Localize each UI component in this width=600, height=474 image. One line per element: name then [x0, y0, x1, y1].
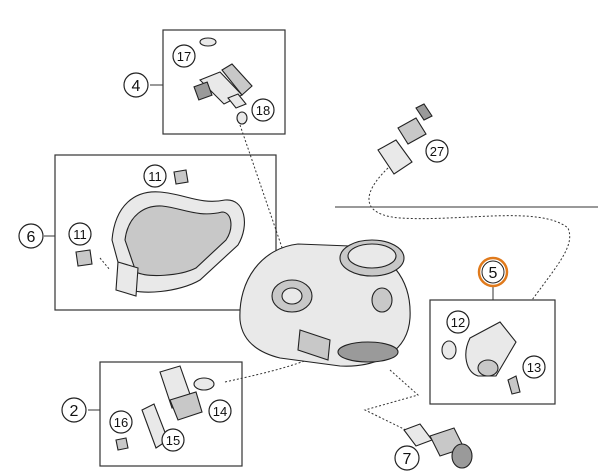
callout-18[interactable]: 18: [251, 98, 275, 122]
throttle-body-part: [239, 239, 411, 367]
callout-27[interactable]: 27: [425, 139, 449, 163]
callout-11-left[interactable]: 11: [68, 222, 92, 246]
sensor-5-part: [441, 321, 521, 395]
svg-text:14: 14: [213, 404, 227, 419]
callout-5-highlighted[interactable]: 5: [477, 256, 509, 288]
svg-text:4: 4: [132, 78, 141, 95]
fuel-injector-part: [193, 37, 253, 125]
svg-text:15: 15: [166, 433, 180, 448]
svg-text:6: 6: [27, 229, 36, 246]
svg-text:5: 5: [489, 265, 498, 282]
svg-text:27: 27: [430, 144, 444, 159]
leader-screw7-to-body: [363, 369, 420, 433]
callout-7[interactable]: 7: [394, 445, 420, 471]
callout-15[interactable]: 15: [161, 428, 185, 452]
svg-text:11: 11: [148, 169, 162, 184]
svg-text:11: 11: [73, 227, 87, 242]
svg-text:18: 18: [256, 103, 270, 118]
leader-screw-11b: [99, 257, 111, 271]
connector-2-part: [115, 365, 215, 451]
group-box-4: [162, 29, 286, 135]
callout-17[interactable]: 17: [172, 44, 196, 68]
callout-4[interactable]: 4: [123, 72, 149, 98]
screw-7-part: [403, 423, 473, 469]
group-box-2: [99, 361, 243, 467]
svg-text:2: 2: [70, 403, 79, 420]
sensor-27-part: [377, 103, 433, 175]
callout-2[interactable]: 2: [61, 397, 87, 423]
svg-text:16: 16: [114, 415, 128, 430]
svg-text:13: 13: [527, 360, 541, 375]
callout-11-top[interactable]: 11: [143, 164, 167, 188]
callout-16[interactable]: 16: [109, 410, 133, 434]
callout-14[interactable]: 14: [208, 399, 232, 423]
svg-text:17: 17: [177, 49, 191, 64]
group-box-6: [54, 154, 277, 311]
svg-text:12: 12: [451, 315, 465, 330]
callout-13[interactable]: 13: [522, 355, 546, 379]
svg-text:7: 7: [403, 451, 412, 468]
throttle-cover-part: [75, 169, 245, 297]
callout-6[interactable]: 6: [18, 223, 44, 249]
leader-sensor27-cable: [368, 167, 571, 301]
callout-12[interactable]: 12: [446, 310, 470, 334]
